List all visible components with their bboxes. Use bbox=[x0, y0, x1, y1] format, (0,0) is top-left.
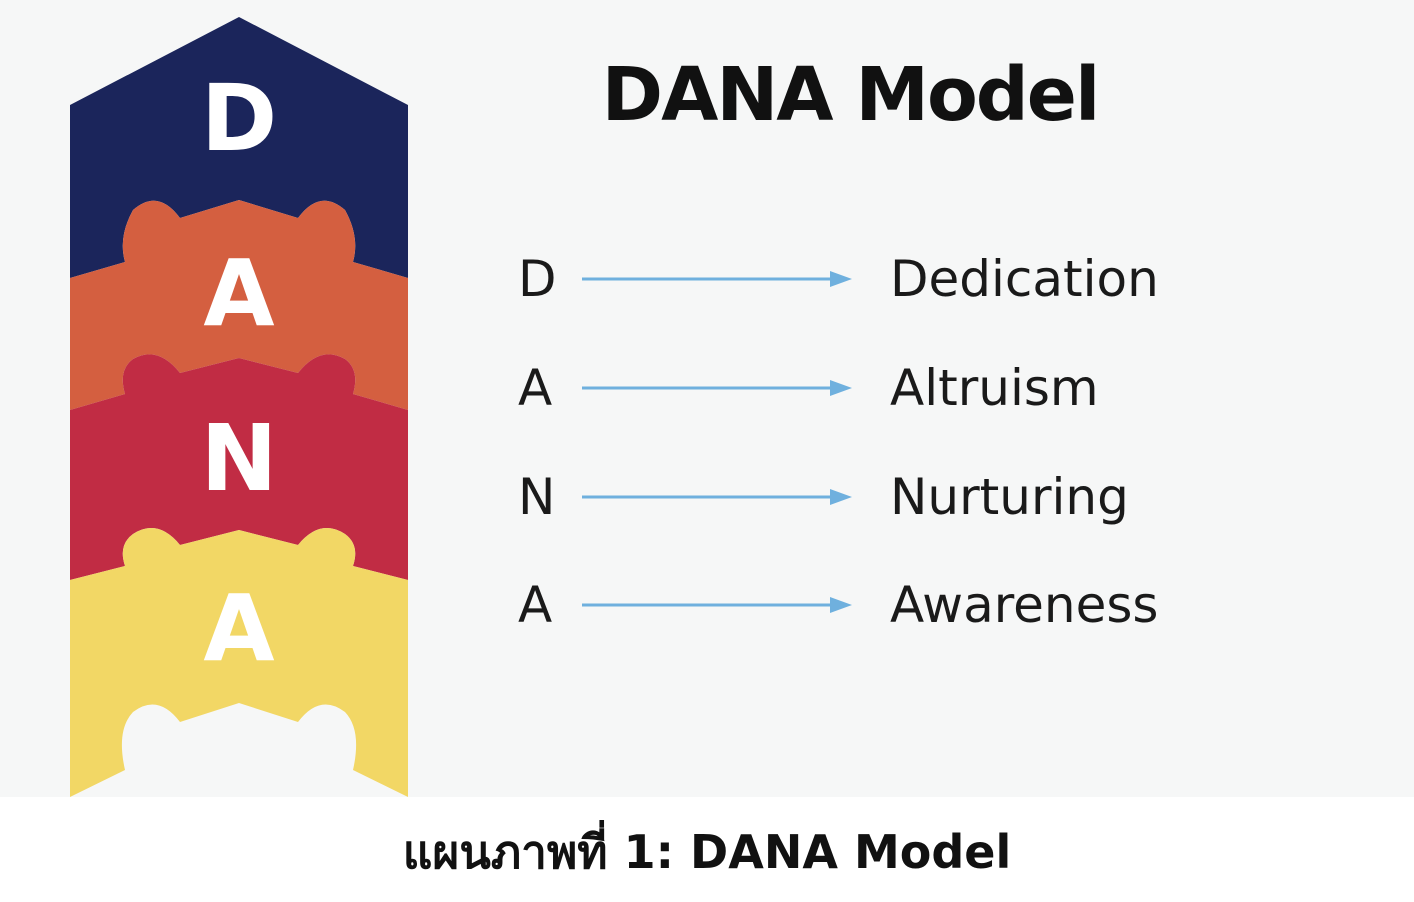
stack-tier-a1 bbox=[70, 200, 408, 410]
arrow-icon bbox=[582, 380, 852, 396]
stack-tier-n bbox=[70, 354, 408, 580]
acronym-row-a2: A Awareness bbox=[0, 575, 1414, 635]
figure-caption: แผนภาพที่ 1: DANA Model bbox=[402, 825, 1012, 879]
row-letter: A bbox=[518, 359, 553, 417]
row-word: Altruism bbox=[890, 359, 1099, 417]
stack-letter-n: N bbox=[201, 405, 278, 512]
row-word: Awareness bbox=[890, 576, 1159, 634]
row-word: Nurturing bbox=[890, 468, 1129, 526]
arrow-icon bbox=[582, 271, 852, 287]
diagram-panel: D A N A DANA Model D Dedication A bbox=[0, 17, 1414, 797]
stack-tier-a2 bbox=[70, 528, 408, 797]
stack-letter-d: D bbox=[201, 65, 277, 172]
acronym-row-d: D Dedication bbox=[0, 249, 1414, 309]
arrow-icon bbox=[582, 597, 852, 613]
row-letter: D bbox=[518, 250, 557, 308]
stack-letter-a1: A bbox=[203, 240, 274, 347]
acronym-row-n: N Nurturing bbox=[0, 467, 1414, 527]
row-word: Dedication bbox=[890, 250, 1159, 308]
row-letter: A bbox=[518, 576, 553, 634]
acronym-row-a1: A Altruism bbox=[0, 358, 1414, 418]
stack-tier-d bbox=[70, 17, 408, 278]
dana-letter-stack: D A N A bbox=[70, 17, 408, 797]
diagram-title: DANA Model bbox=[601, 52, 1101, 138]
arrow-icon bbox=[582, 489, 852, 505]
stack-letter-a2: A bbox=[203, 575, 274, 682]
row-letter: N bbox=[518, 468, 556, 526]
